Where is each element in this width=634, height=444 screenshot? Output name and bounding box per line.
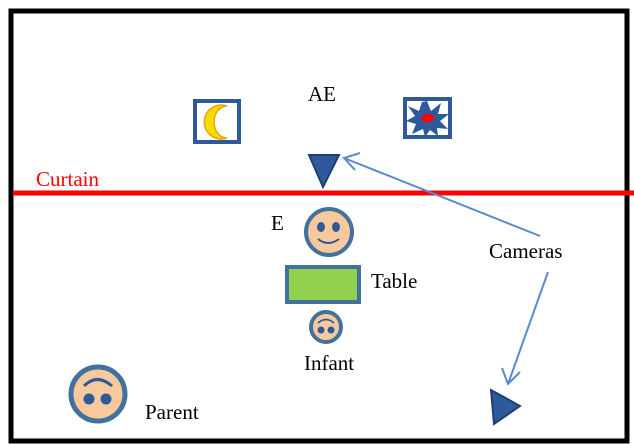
table-label: Table bbox=[371, 269, 418, 293]
camera-arrows bbox=[342, 152, 549, 386]
experimenter-label: E bbox=[271, 211, 284, 235]
cameras-label: Cameras bbox=[489, 239, 563, 263]
camera-icon-bottom bbox=[489, 388, 522, 426]
explosion-icon bbox=[403, 97, 452, 139]
parent-face bbox=[68, 364, 128, 424]
infant-label: Infant bbox=[304, 351, 355, 375]
experimenter-face bbox=[304, 207, 354, 257]
curtain-label: Curtain bbox=[36, 167, 99, 191]
infant-face bbox=[309, 310, 343, 344]
moon-icon bbox=[193, 99, 241, 144]
parent-label: Parent bbox=[145, 400, 199, 424]
room-frame bbox=[8, 8, 630, 444]
ae-label: AE bbox=[308, 82, 336, 106]
table-shape bbox=[285, 265, 361, 304]
camera-icon-top bbox=[307, 154, 341, 190]
